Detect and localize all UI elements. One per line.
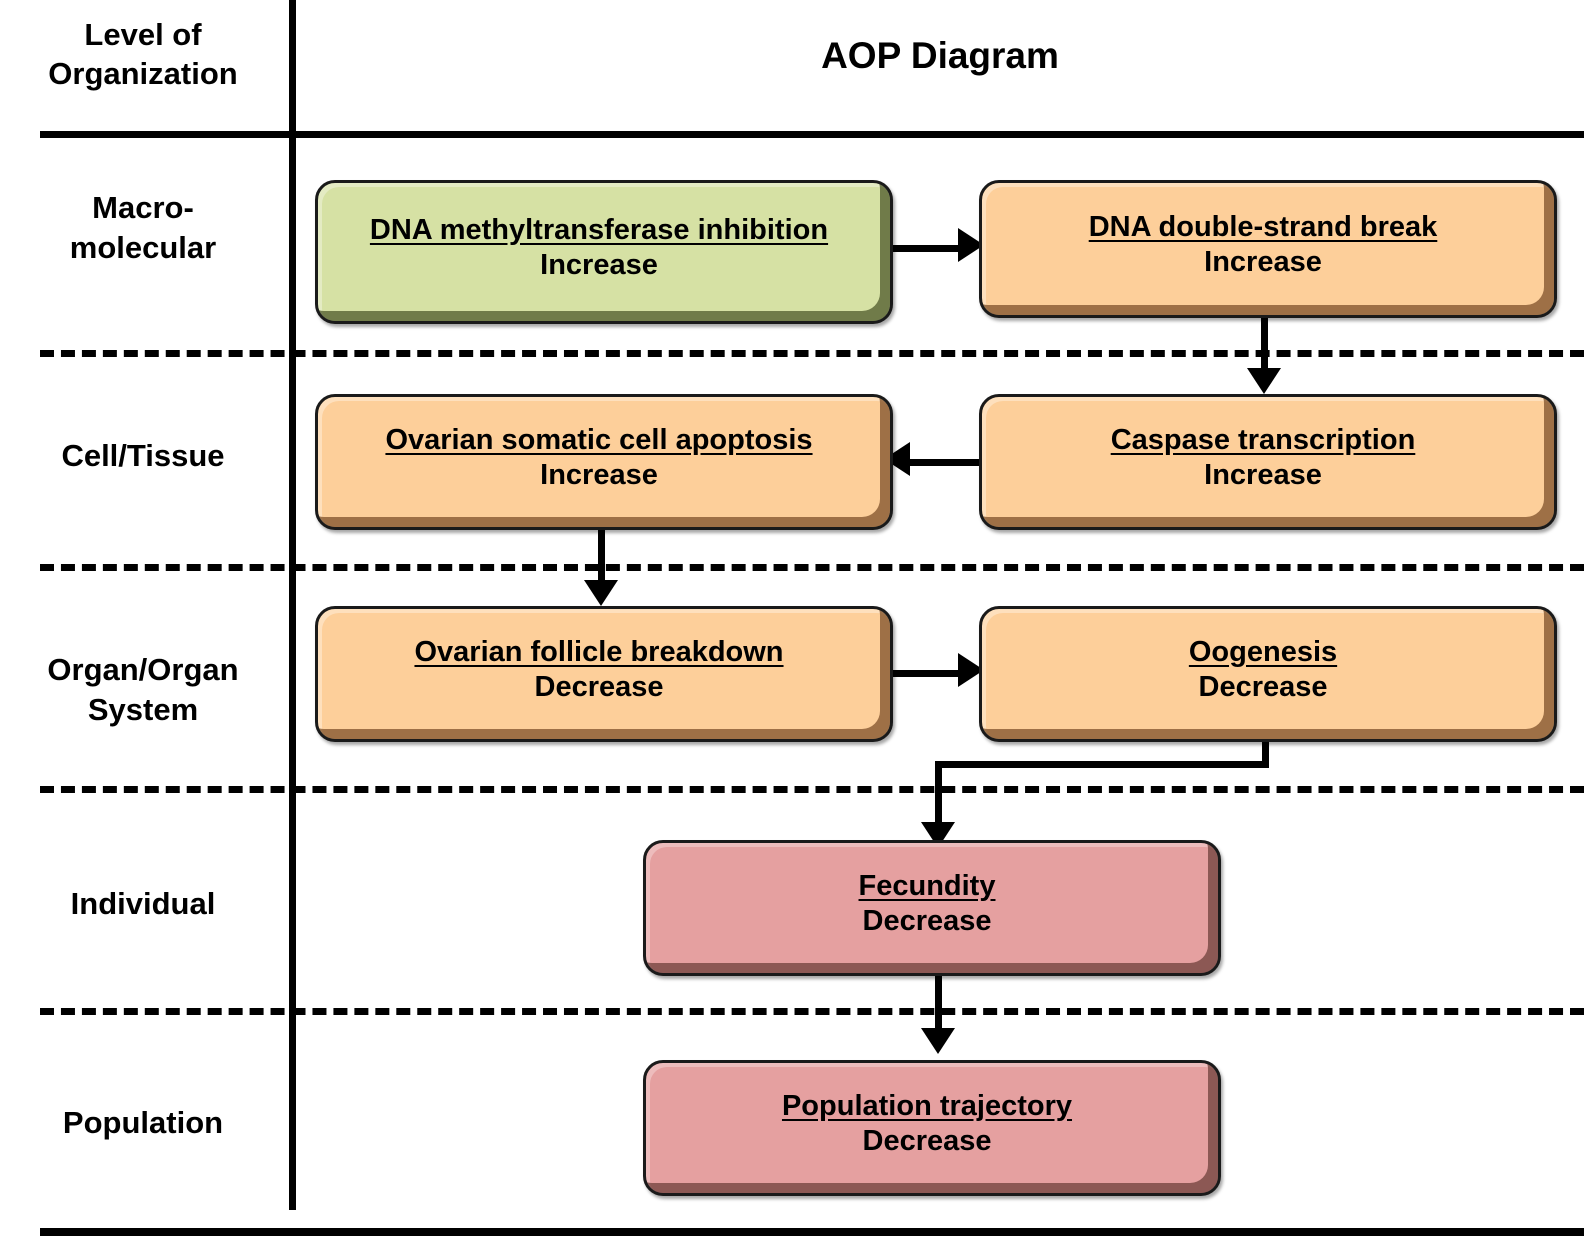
level-label-individual-line1: Individual [70,886,216,921]
node-ovarian-follicle-breakdown[interactable]: Ovarian follicle breakdown Decrease [315,606,893,742]
edge-segment [598,530,605,592]
edge-segment [935,761,942,837]
divider-celltissue-organ [40,564,1584,571]
node-ovarian-somatic-cell-apoptosis-content: Ovarian somatic cell apoptosis Increase [318,423,890,502]
node-ovarian-somatic-cell-apoptosis[interactable]: Ovarian somatic cell apoptosis Increase [315,394,893,530]
node-ovarian-somatic-cell-apoptosis-direction: Increase [540,459,658,491]
node-oogenesis[interactable]: Oogenesis Decrease [979,606,1557,742]
node-fecundity-title: Fecundity [858,869,996,902]
node-fecundity[interactable]: Fecundity Decrease [643,840,1221,976]
header-divider-rule [40,131,1584,138]
level-header-line1: Level of [84,17,202,52]
node-caspase-transcription-title: Caspase transcription [1110,423,1416,456]
node-population-trajectory[interactable]: Population trajectory Decrease [643,1060,1221,1196]
node-dnmt-inhibition-direction: Increase [540,249,658,281]
level-label-population-line1: Population [62,1105,224,1140]
level-label-organ-system: Organ/Organ System [0,650,286,731]
node-ovarian-somatic-cell-apoptosis-title: Ovarian somatic cell apoptosis [385,423,813,456]
level-label-organ-system-line2: System [87,692,199,728]
node-caspase-transcription[interactable]: Caspase transcription Increase [979,394,1557,530]
diagram-title: AOP Diagram [821,35,1059,76]
node-dnmt-inhibition-title: DNA methyltransferase inhibition [369,213,829,246]
divider-organ-individual [40,786,1584,793]
node-dnmt-inhibition[interactable]: DNA methyltransferase inhibition Increas… [315,180,893,324]
node-population-trajectory-title: Population trajectory [781,1089,1073,1122]
divider-macromolecular-celltissue [40,350,1584,357]
node-dna-double-strand-break[interactable]: DNA double-strand break Increase [979,180,1557,318]
level-label-macromolecular: Macro- molecular [0,188,286,269]
edge-segment [1261,318,1268,380]
node-caspase-transcription-content: Caspase transcription Increase [982,423,1554,502]
edge-segment [1262,742,1269,768]
node-oogenesis-direction: Decrease [1198,671,1328,703]
node-dna-double-strand-break-direction: Increase [1204,246,1322,278]
node-dnmt-inhibition-content: DNA methyltransferase inhibition Increas… [318,213,890,292]
node-ovarian-follicle-breakdown-direction: Decrease [534,671,664,703]
node-caspase-transcription-direction: Increase [1204,459,1322,491]
edge-segment [888,670,966,677]
divider-individual-population [40,1008,1584,1015]
level-label-macromolecular-line2: molecular [69,230,217,266]
level-label-cell-tissue: Cell/Tissue [0,436,286,476]
node-dna-double-strand-break-content: DNA double-strand break Increase [982,210,1554,289]
column-divider-vertical-rule [289,0,296,1210]
node-oogenesis-content: Oogenesis Decrease [982,635,1554,714]
node-ovarian-follicle-breakdown-content: Ovarian follicle breakdown Decrease [318,635,890,714]
level-of-organization-header: Level of Organization [0,16,286,94]
level-label-macromolecular-line1: Macro- [92,190,194,225]
node-oogenesis-title: Oogenesis [1188,635,1338,668]
edge-segment [935,761,1269,768]
edge-segment [900,459,980,466]
edge-segment [888,245,966,252]
edge-segment [935,966,942,1038]
level-header-line2: Organization [48,55,238,91]
node-fecundity-content: Fecundity Decrease [646,869,1218,948]
arrow-down-icon [584,580,618,606]
level-label-individual: Individual [0,884,286,924]
node-fecundity-direction: Decrease [862,905,992,937]
arrow-down-icon [1247,368,1281,394]
level-label-cell-tissue-line1: Cell/Tissue [61,438,225,473]
level-label-organ-system-line1: Organ/Organ [47,652,239,687]
bottom-border-rule [40,1228,1584,1236]
level-label-population: Population [0,1103,286,1143]
node-population-trajectory-direction: Decrease [862,1125,992,1157]
node-ovarian-follicle-breakdown-title: Ovarian follicle breakdown [414,635,784,668]
arrow-down-icon [921,1028,955,1054]
node-population-trajectory-content: Population trajectory Decrease [646,1089,1218,1168]
node-dna-double-strand-break-title: DNA double-strand break [1088,210,1438,243]
